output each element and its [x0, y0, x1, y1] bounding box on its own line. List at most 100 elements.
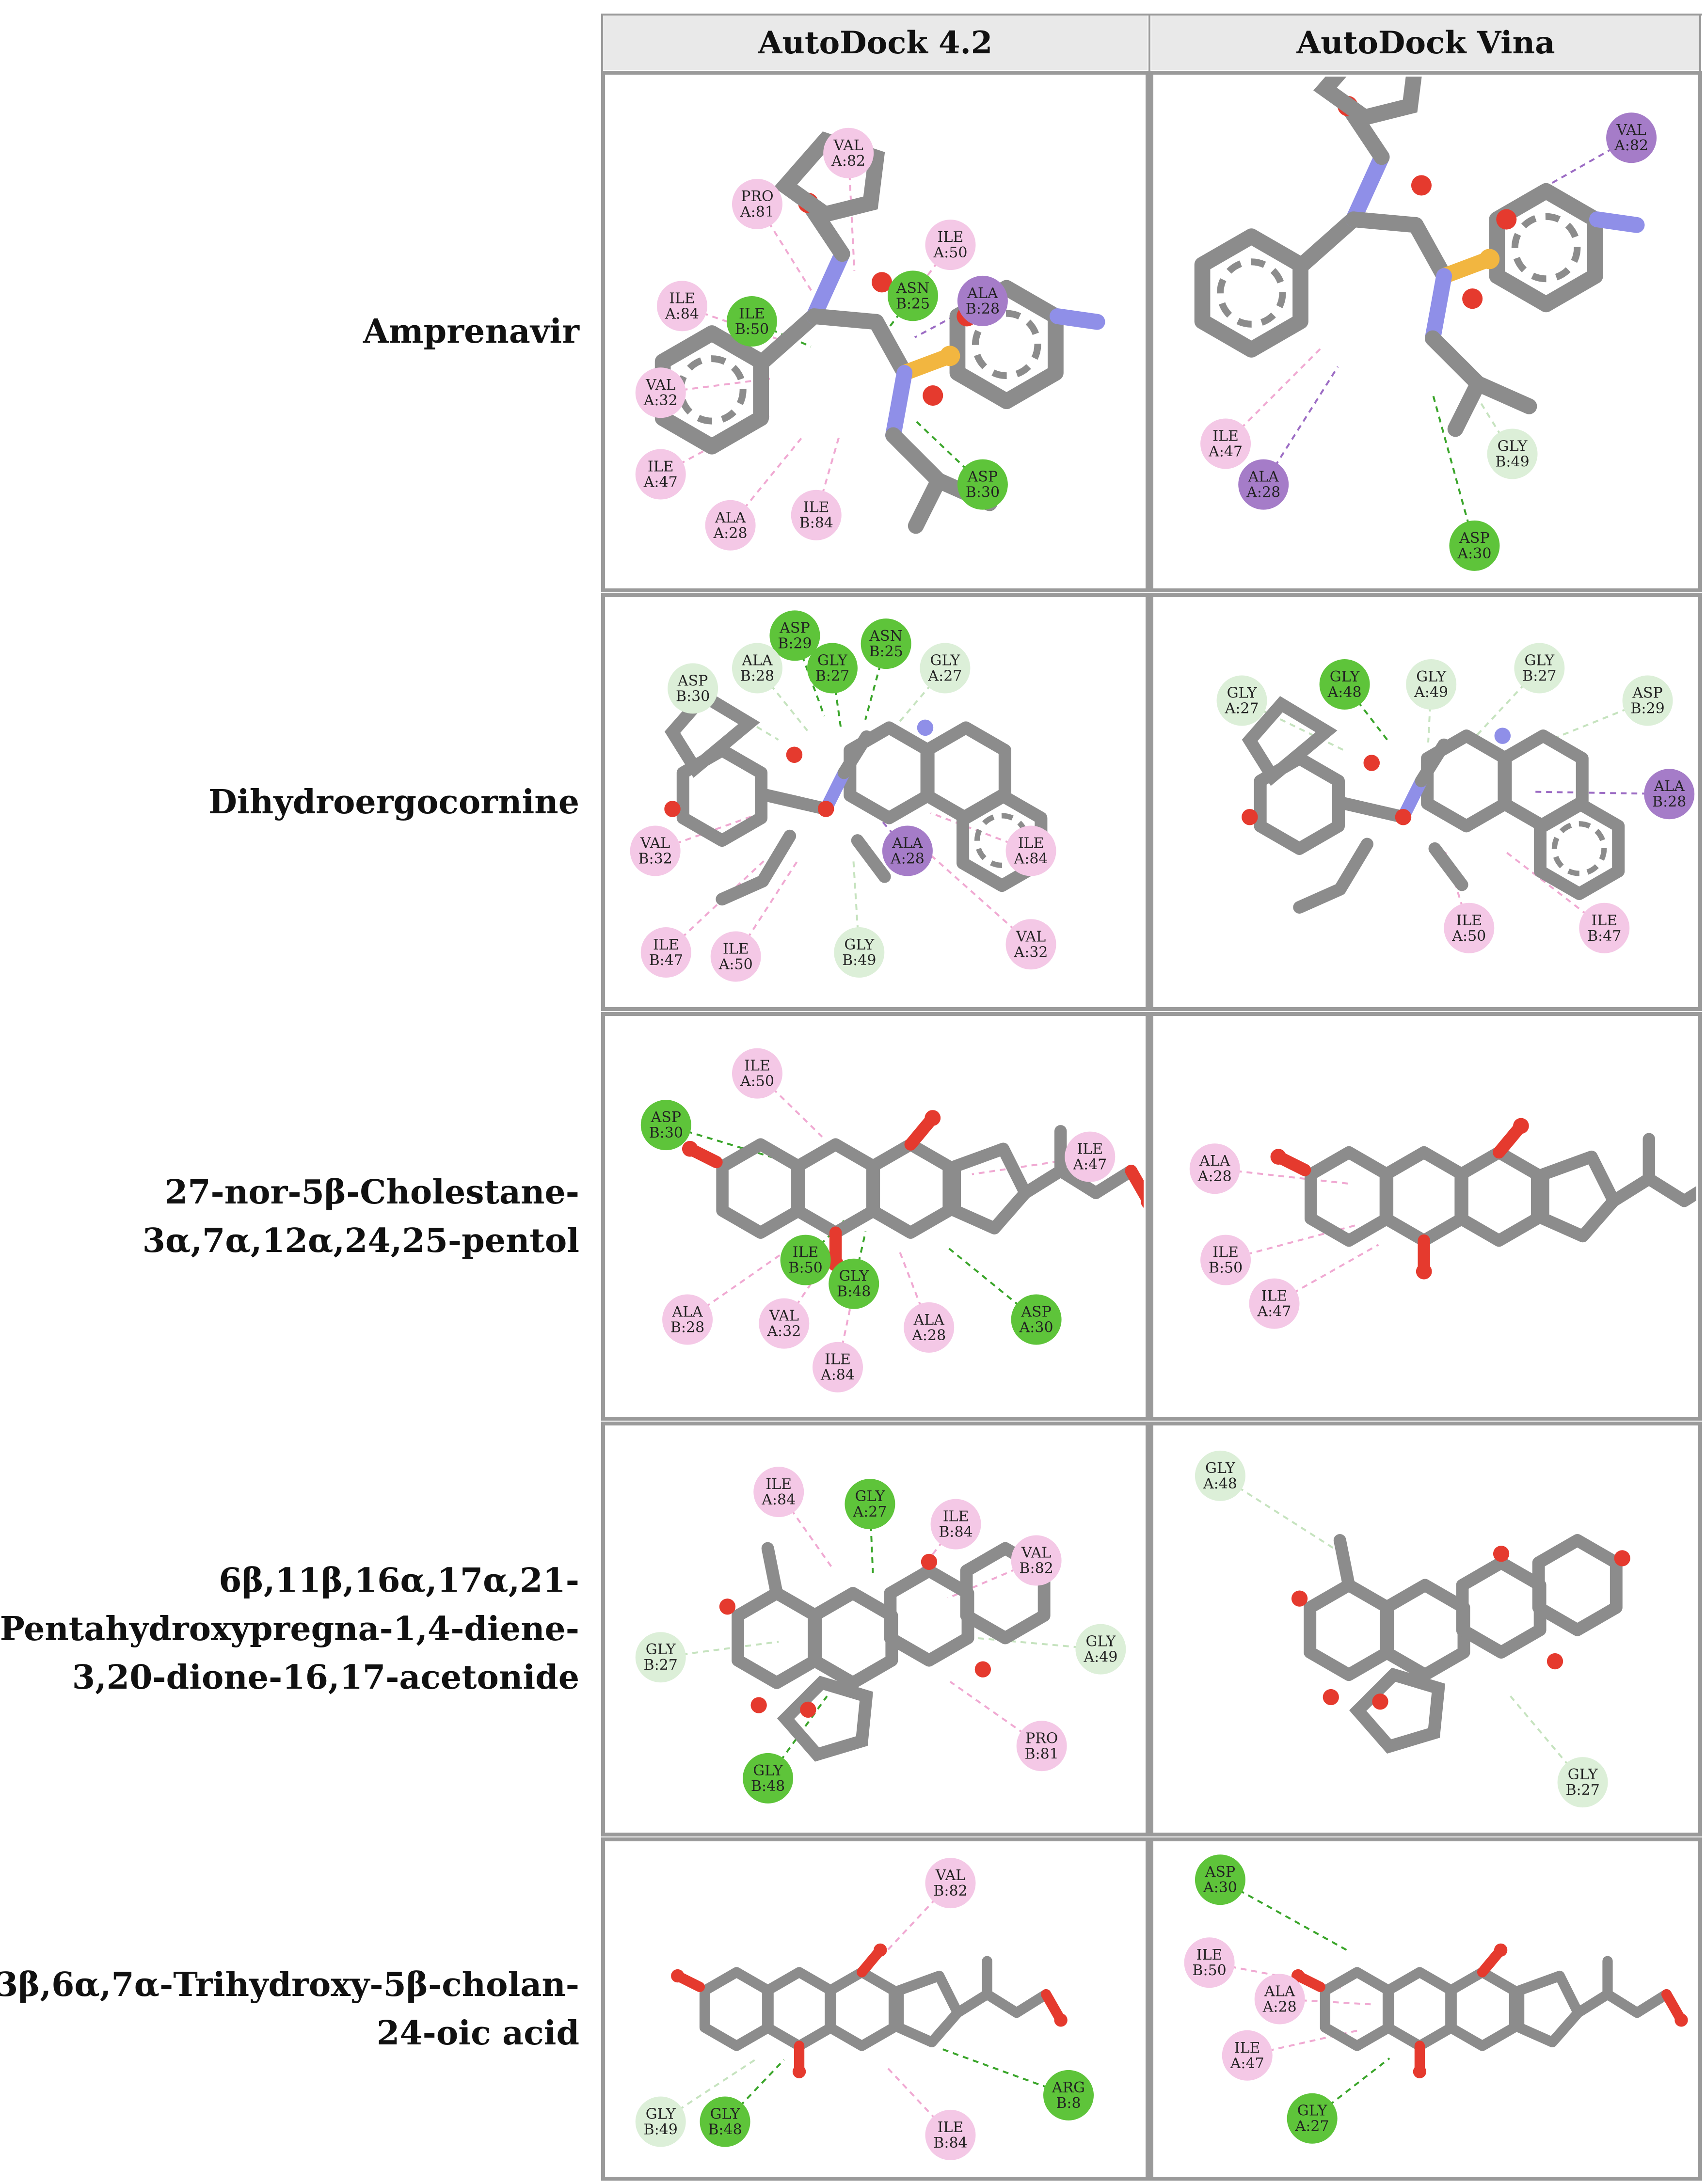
table-rule	[1698, 593, 1702, 1011]
residue-chain: A:32	[766, 1323, 801, 1340]
residue-chain: B:84	[939, 1524, 973, 1541]
table-rule	[1149, 2177, 1702, 2181]
residue-name: ILE	[765, 1476, 792, 1493]
residue-circle	[1579, 902, 1630, 953]
row-label-line: 6β,11β,16α,17α,21-	[219, 1561, 579, 1600]
residue-chain: A:28	[713, 525, 748, 542]
table-rule	[601, 1422, 605, 1836]
residue-chain: B:82	[933, 1883, 967, 1899]
residue-name: GLY	[1416, 668, 1447, 685]
residue-chain: A:81	[740, 204, 774, 221]
residue-circle	[700, 2096, 750, 2147]
residue-name: ALA	[892, 835, 923, 852]
residue-name: ASP	[1459, 530, 1489, 547]
residue-name: VAL	[1616, 122, 1646, 139]
column-header-autodock-vina: AutoDock Vina	[1151, 16, 1700, 70]
residue-chain: A:30	[1457, 545, 1491, 562]
residue-circle	[829, 1258, 879, 1309]
table-rule	[601, 1012, 605, 1421]
residue-name: ILE	[938, 229, 964, 246]
residue-chain: B:48	[708, 2121, 742, 2138]
table-rule	[1149, 1422, 1702, 1425]
residue-circle	[656, 281, 707, 332]
residue-name: ILE	[1234, 2040, 1260, 2057]
residue-circle	[957, 459, 1008, 510]
residue-name: ASP	[1020, 1303, 1051, 1320]
residue-name: ALA	[671, 1303, 703, 1320]
residue-chain: B:28	[670, 1319, 704, 1336]
residue-circle	[1287, 2093, 1338, 2144]
residue-name: ILE	[669, 290, 695, 307]
table-rule	[601, 1833, 1149, 1836]
residue-name: ASP	[1205, 1864, 1235, 1881]
residue-chain: A:49	[1414, 684, 1448, 701]
residue-chain: A:84	[665, 305, 699, 322]
residue-circle	[710, 931, 761, 982]
residue-circle	[823, 127, 874, 178]
residue-name: GLY	[1227, 685, 1258, 702]
residue-circle	[807, 643, 858, 694]
residue-circle	[732, 643, 782, 694]
residue-chain: A:27	[1225, 700, 1259, 717]
residue-name: ILE	[648, 459, 674, 475]
interaction-line	[1241, 699, 1344, 751]
residue-name: VAL	[640, 835, 670, 852]
residue-circle	[1011, 1294, 1062, 1345]
residue-name: ASP	[967, 469, 998, 486]
interaction-line	[734, 860, 799, 957]
residue-name: ALA	[913, 1312, 945, 1329]
table-rule	[601, 1837, 605, 2181]
residue-name: ASP	[651, 1109, 681, 1126]
residue-name: ILE	[1077, 1141, 1103, 1158]
residue-chain: B:25	[896, 295, 930, 312]
residue-circle	[957, 275, 1008, 326]
residue-chain: A:27	[852, 1503, 887, 1520]
residue-circle	[887, 270, 938, 321]
residue-chain: A:84	[1014, 851, 1048, 868]
residue-chain: A:47	[1230, 2055, 1264, 2072]
residue-name: VAL	[645, 377, 675, 394]
residue-chain: A:82	[1614, 137, 1648, 154]
residue-chain: B:8	[1056, 2095, 1081, 2112]
residue-circle	[1444, 902, 1495, 953]
residue-chain: B:81	[1025, 1745, 1059, 1762]
residue-name: ILE	[1261, 1288, 1288, 1305]
residue-name: VAL	[1021, 1545, 1051, 1562]
row-label-line: 3β,6α,7α-Trihydroxy-5β-cholan-	[0, 1965, 579, 2004]
residue-chain: A:32	[1014, 944, 1048, 961]
ligand-structure	[671, 1943, 1068, 2078]
residue-circle	[1406, 659, 1457, 710]
interaction-line	[660, 378, 770, 394]
residue-name: ILE	[1456, 912, 1482, 929]
residue-name: GLY	[1524, 652, 1555, 669]
residue-circle	[705, 500, 756, 551]
residue-name: ILE	[943, 1508, 969, 1525]
residue-name: ILE	[938, 2119, 964, 2136]
